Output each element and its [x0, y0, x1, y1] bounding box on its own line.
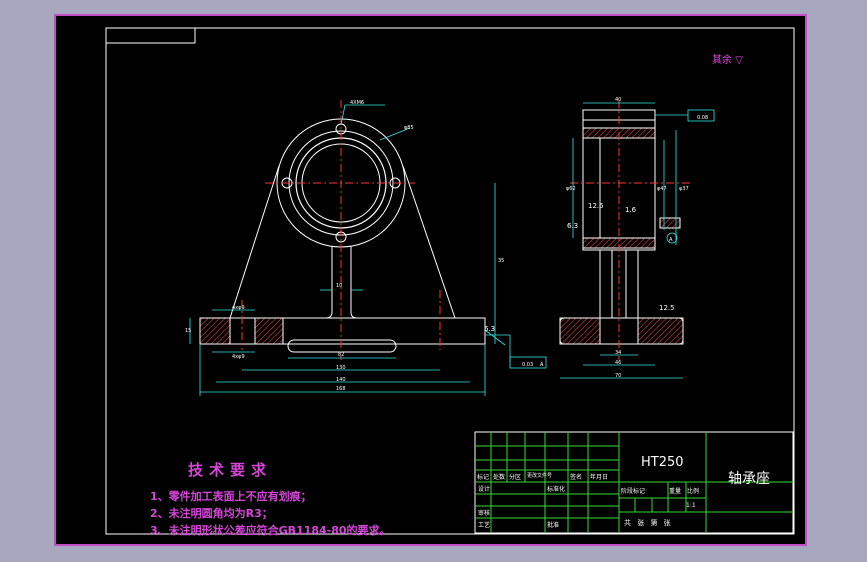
role-review: 审核 [478, 510, 491, 517]
side-centerlines [570, 100, 690, 360]
dim-bolt-holes: 4xφ9 [232, 305, 245, 311]
col-count: 处数 [493, 474, 506, 481]
dim-outer-dia: φ85 [404, 125, 414, 131]
datum-a: A [669, 237, 673, 243]
dim-bore-right: φ37 [679, 186, 689, 192]
label-weight: 重量 [669, 488, 682, 495]
front-dim-text: 168 140 130 82 10 35 15 4xφ9 4xφ9 4XM6 φ… [185, 100, 544, 392]
side-dim-text: 40 34 46 70 φ62 φ47 φ37 0.08 A [566, 97, 708, 379]
svg-text:6.3: 6.3 [567, 222, 578, 230]
roughness-symbol-icon: ▽ [735, 55, 743, 66]
col-zone: 分区 [509, 474, 522, 481]
role-design: 设计 [478, 486, 491, 493]
roughness-note: 其余 ▽ [712, 51, 743, 66]
tech-item-3: 3、未注明形状公差应符合GB1184-80的要求。 [150, 524, 391, 537]
dim-40: 40 [615, 97, 621, 103]
inner-border [105, 27, 795, 535]
dim-bore-tol: φ47 [657, 186, 667, 192]
col-marker: 标记 [477, 474, 490, 481]
label-standardization: 标准化 [547, 486, 566, 493]
dim-46: 46 [615, 360, 621, 366]
dim-bore-dia: φ62 [566, 186, 576, 192]
dim-10: 10 [336, 283, 342, 289]
front-dimensions [189, 104, 547, 396]
front-centerlines [241, 100, 441, 360]
tech-item-2: 2、未注明圆角均为R3； [150, 507, 273, 520]
dim-flange-holes: 4XM6 [350, 100, 364, 106]
tech-requirements-title: 技术要求 [188, 461, 273, 479]
role-process: 工艺 [478, 522, 491, 529]
front-view [199, 118, 486, 353]
tech-item-1: 1、零件加工表面上不应有划痕； [150, 490, 312, 503]
col-change-doc: 更改文件号 [527, 473, 553, 479]
tech-requirements: 技术要求 1、零件加工表面上不应有划痕； 2、未注明圆角均为R3； 3、未注明形… [150, 459, 391, 539]
dim-34: 34 [615, 350, 621, 356]
dim-bolt-holes-2: 4xφ9 [232, 354, 245, 360]
material-label: HT250 [641, 455, 684, 470]
dim-35: 35 [498, 258, 504, 264]
col-signature: 签名 [570, 474, 583, 481]
dim-130: 130 [336, 365, 346, 371]
label-stage: 阶段标记 [621, 488, 646, 495]
dim-82: 82 [338, 352, 344, 358]
scale-value: 1:1 [686, 502, 696, 509]
sheet-label: 共 张 第 张 [624, 519, 673, 527]
svg-text:12.5: 12.5 [659, 304, 675, 312]
side-dimensions [560, 102, 715, 379]
roughness-note-text: 其余 [712, 55, 732, 66]
drawing-frame [54, 14, 807, 546]
tol-flatness-ref: A [540, 362, 544, 368]
tol-parallel: 0.08 [697, 115, 708, 121]
side-roughness: 12.5 1.6 12.5 6.3 [567, 202, 675, 312]
corner-box [105, 27, 196, 44]
svg-text:12.5: 12.5 [588, 202, 604, 210]
dim-70: 70 [615, 373, 621, 379]
label-approval: 批准 [547, 522, 560, 529]
dim-168: 168 [336, 386, 346, 392]
label-scale: 比例 [687, 488, 700, 495]
title-block [474, 431, 794, 534]
dim-15: 15 [185, 328, 191, 334]
dim-140: 140 [336, 377, 346, 383]
tol-flatness: 0.03 [522, 362, 533, 368]
col-date: 年月日 [590, 474, 609, 481]
rough-6-3-front: 6.3 [484, 325, 495, 333]
svg-text:1.6: 1.6 [625, 206, 637, 214]
part-name: 轴承座 [728, 471, 770, 487]
